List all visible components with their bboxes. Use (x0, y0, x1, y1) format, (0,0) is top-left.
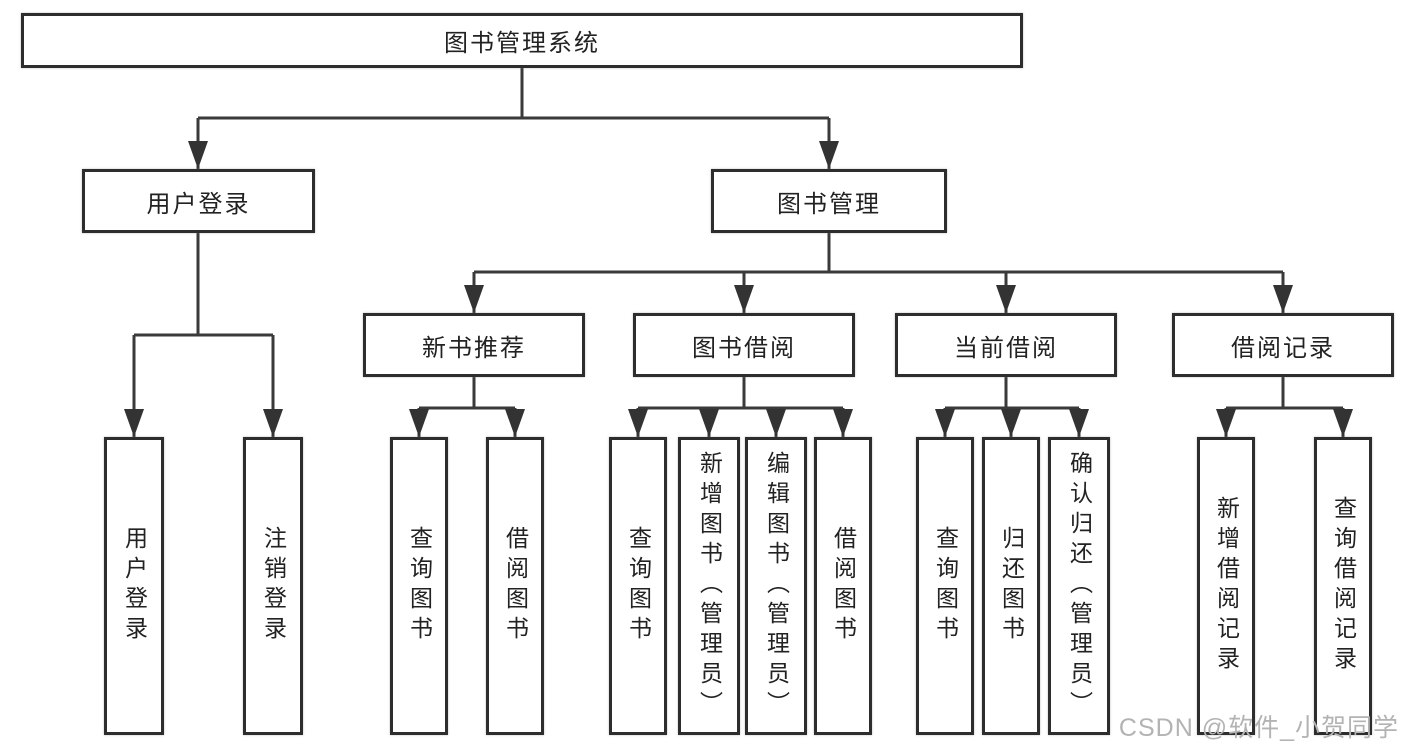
node-new-book-recommendation: 新书推荐 (363, 313, 585, 377)
leaf-query-books-2: 查询图书 (609, 437, 667, 735)
node-current-borrowing: 当前借阅 (895, 313, 1117, 377)
watermark: CSDN @软件_小贺同学 (1118, 714, 1399, 742)
leaf-confirm-return-admin: 确认归还（管理员） (1048, 437, 1110, 735)
leaf-borrow-books-1: 借阅图书 (486, 437, 544, 735)
leaf-query-books-1: 查询图书 (390, 437, 448, 735)
leaf-add-book-admin: 新增图书（管理员） (678, 437, 740, 735)
node-library-management-system: 图书管理系统 (21, 13, 1023, 68)
node-user-login: 用户登录 (82, 169, 315, 233)
leaf-user-login: 用户登录 (104, 437, 164, 735)
leaf-add-borrow-record: 新增借阅记录 (1197, 437, 1255, 735)
leaf-logout: 注销登录 (243, 437, 303, 735)
node-book-borrowing: 图书借阅 (633, 313, 855, 377)
arrowheads (124, 141, 1353, 437)
leaf-edit-book-admin: 编辑图书（管理员） (745, 437, 807, 735)
leaf-return-book: 归还图书 (982, 437, 1040, 735)
node-borrowing-records: 借阅记录 (1172, 313, 1394, 377)
leaf-query-books-3: 查询图书 (916, 437, 974, 735)
leaf-query-borrow-record: 查询借阅记录 (1314, 437, 1372, 735)
node-book-management: 图书管理 (711, 169, 947, 233)
leaf-borrow-books-2: 借阅图书 (814, 437, 872, 735)
